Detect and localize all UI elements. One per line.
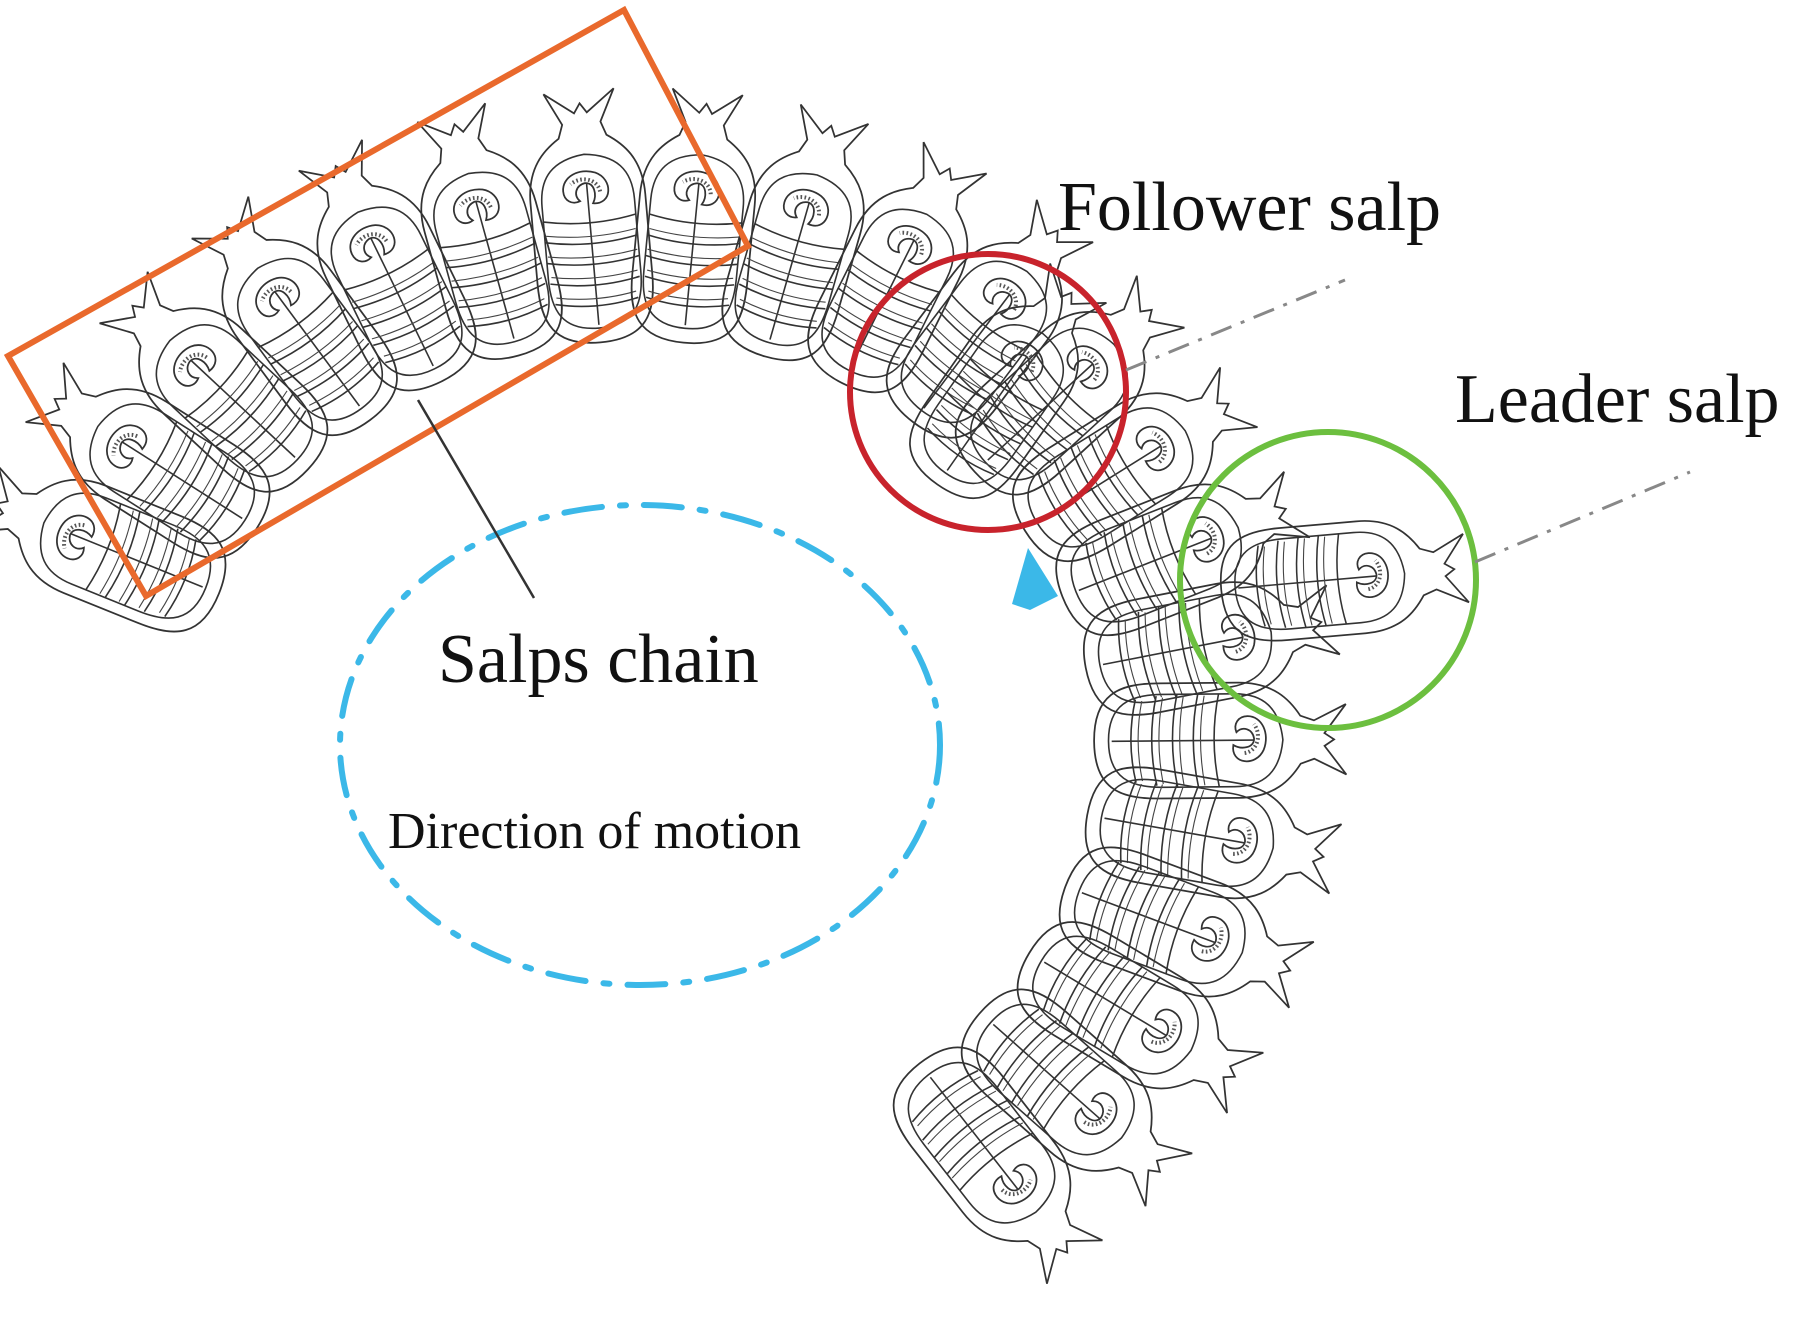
- salp-icon: [874, 1028, 1120, 1298]
- arrow-head-icon: [1012, 548, 1058, 610]
- salp-icon: [942, 970, 1207, 1223]
- leader-salp-label: Leader salp: [1455, 361, 1780, 438]
- salp-icon: [936, 259, 1200, 514]
- salps-chain-label: Salps chain: [438, 621, 759, 698]
- salp-icon: [174, 183, 416, 454]
- salp-icon: [791, 132, 1007, 409]
- follower-salp-icon: [889, 249, 1127, 519]
- leader-salp-icon: [1214, 510, 1473, 648]
- salp-icon: [14, 344, 288, 577]
- leader-highlight-circle: [1177, 429, 1479, 731]
- salp-icon: [995, 348, 1270, 579]
- chain-highlight-box: [3, 5, 752, 601]
- follower-leader-line: [1125, 278, 1346, 372]
- salp-icon: [1000, 904, 1275, 1133]
- direction-of-motion-label: Direction of motion: [388, 803, 802, 860]
- follower-salp-label: Follower salp: [1058, 169, 1442, 246]
- follower-highlight-circle: [847, 251, 1129, 533]
- salp-icon: [396, 97, 574, 371]
- salp-icon: [1075, 563, 1344, 724]
- chain-pointer-line: [416, 399, 536, 599]
- salp-icon: [1045, 833, 1321, 1029]
- motion-path: [337, 502, 943, 988]
- leader-leader-line: [1474, 470, 1691, 564]
